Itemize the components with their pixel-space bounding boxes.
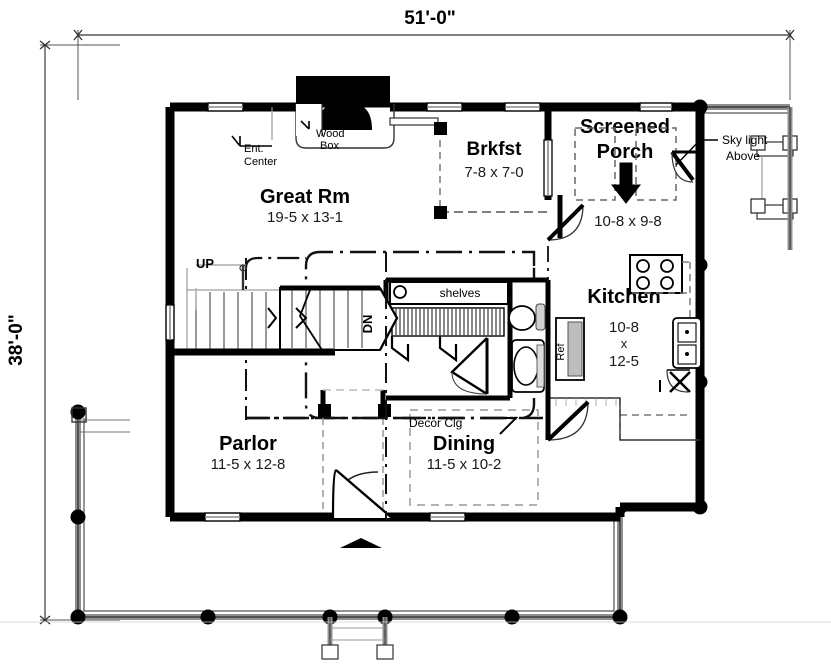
- kitchen-dim-line3: 12-5: [609, 353, 639, 370]
- room-dining: Dining 11-5 x 10-2 Decor Clg: [409, 409, 539, 506]
- parlor-dimensions: 11-5 x 12-8: [211, 456, 286, 473]
- overall-depth-dimension: 38'-0": [6, 314, 27, 366]
- entertainment-center-annotation: Ent. Center: [231, 107, 277, 168]
- kitchen-dim-line1: 10-8: [609, 319, 639, 336]
- toilet-icon: [511, 339, 545, 393]
- dining-kitchen-door: [545, 398, 590, 442]
- porch-step-left: [71, 407, 130, 433]
- screened-porch-dimensions: 10-8 x 9-8: [594, 213, 662, 230]
- dimension-top: 51'-0": [73, 6, 795, 100]
- room-kitchen: Kitchen 10-8 x 12-5: [547, 254, 702, 441]
- room-screened-porch: Screened Porch 10-8 x 9-8: [546, 116, 677, 242]
- skylight-label-line1: Sky light: [722, 133, 768, 147]
- stair-dn-label: DN: [360, 315, 375, 334]
- stair-up-label: UP: [196, 256, 214, 271]
- staircase: UP DN: [170, 256, 399, 356]
- fireplace-wood-box: Wood Box: [295, 76, 439, 152]
- cooktop-icon: [629, 254, 683, 294]
- decor-ceiling-label: Decor Clg: [409, 416, 462, 430]
- ent-center-label-line1: Ent.: [244, 143, 264, 155]
- wood-box-label-line1: Wood: [316, 128, 345, 140]
- decor-ceiling-outline: [409, 409, 539, 506]
- dining-dimensions: 11-5 x 10-2: [427, 456, 502, 473]
- skylight-label-line2: Above: [726, 149, 760, 163]
- refrigerator-label: Ref: [555, 343, 567, 361]
- great-room-name: Great Rm: [260, 186, 350, 208]
- bathroom-sink-icon: [508, 303, 546, 331]
- entry-direction-marker: [340, 538, 382, 548]
- wood-box-label-line2: Box: [320, 140, 339, 152]
- kitchen-sink-icon: [672, 317, 702, 369]
- room-parlor: Parlor 11-5 x 12-8: [211, 389, 391, 510]
- screened-porch-name-line1: Screened: [580, 116, 670, 138]
- porch-step-down-arrow: [610, 162, 642, 204]
- column-marker: [434, 206, 447, 219]
- overall-width-dimension: 51'-0": [404, 8, 456, 29]
- windows-top: [207, 102, 673, 112]
- refrigerator-icon: Ref: [555, 317, 585, 381]
- breakfast-dimensions: 7-8 x 7-0: [464, 164, 523, 181]
- skylight-outline: [574, 127, 616, 201]
- porch-steps-right: [750, 107, 798, 250]
- parlor-name: Parlor: [219, 433, 277, 455]
- column-marker: [318, 404, 331, 417]
- room-breakfast: Brkfst 7-8 x 7-0: [434, 122, 548, 219]
- dimension-left: 38'-0": [6, 40, 120, 625]
- porch-steps-front: [0, 617, 831, 660]
- shelves-label: shelves: [440, 286, 481, 300]
- ent-center-label-line2: Center: [244, 156, 277, 168]
- column-marker: [434, 122, 447, 135]
- dining-name: Dining: [433, 433, 495, 455]
- porch-entry-door: [670, 150, 700, 183]
- breakfast-name: Brkfst: [467, 139, 523, 160]
- column-marker: [378, 404, 391, 417]
- center-core-bath-closet: shelves: [383, 277, 551, 401]
- great-room-dimensions: 19-5 x 13-1: [267, 209, 343, 226]
- closet-hatch: [391, 307, 505, 337]
- front-entry-door: [331, 469, 393, 548]
- kitchen-dim-line2: x: [621, 336, 628, 351]
- screened-porch-name-line2: Porch: [597, 141, 654, 163]
- skylight-annotation: Sky light Above: [675, 133, 768, 166]
